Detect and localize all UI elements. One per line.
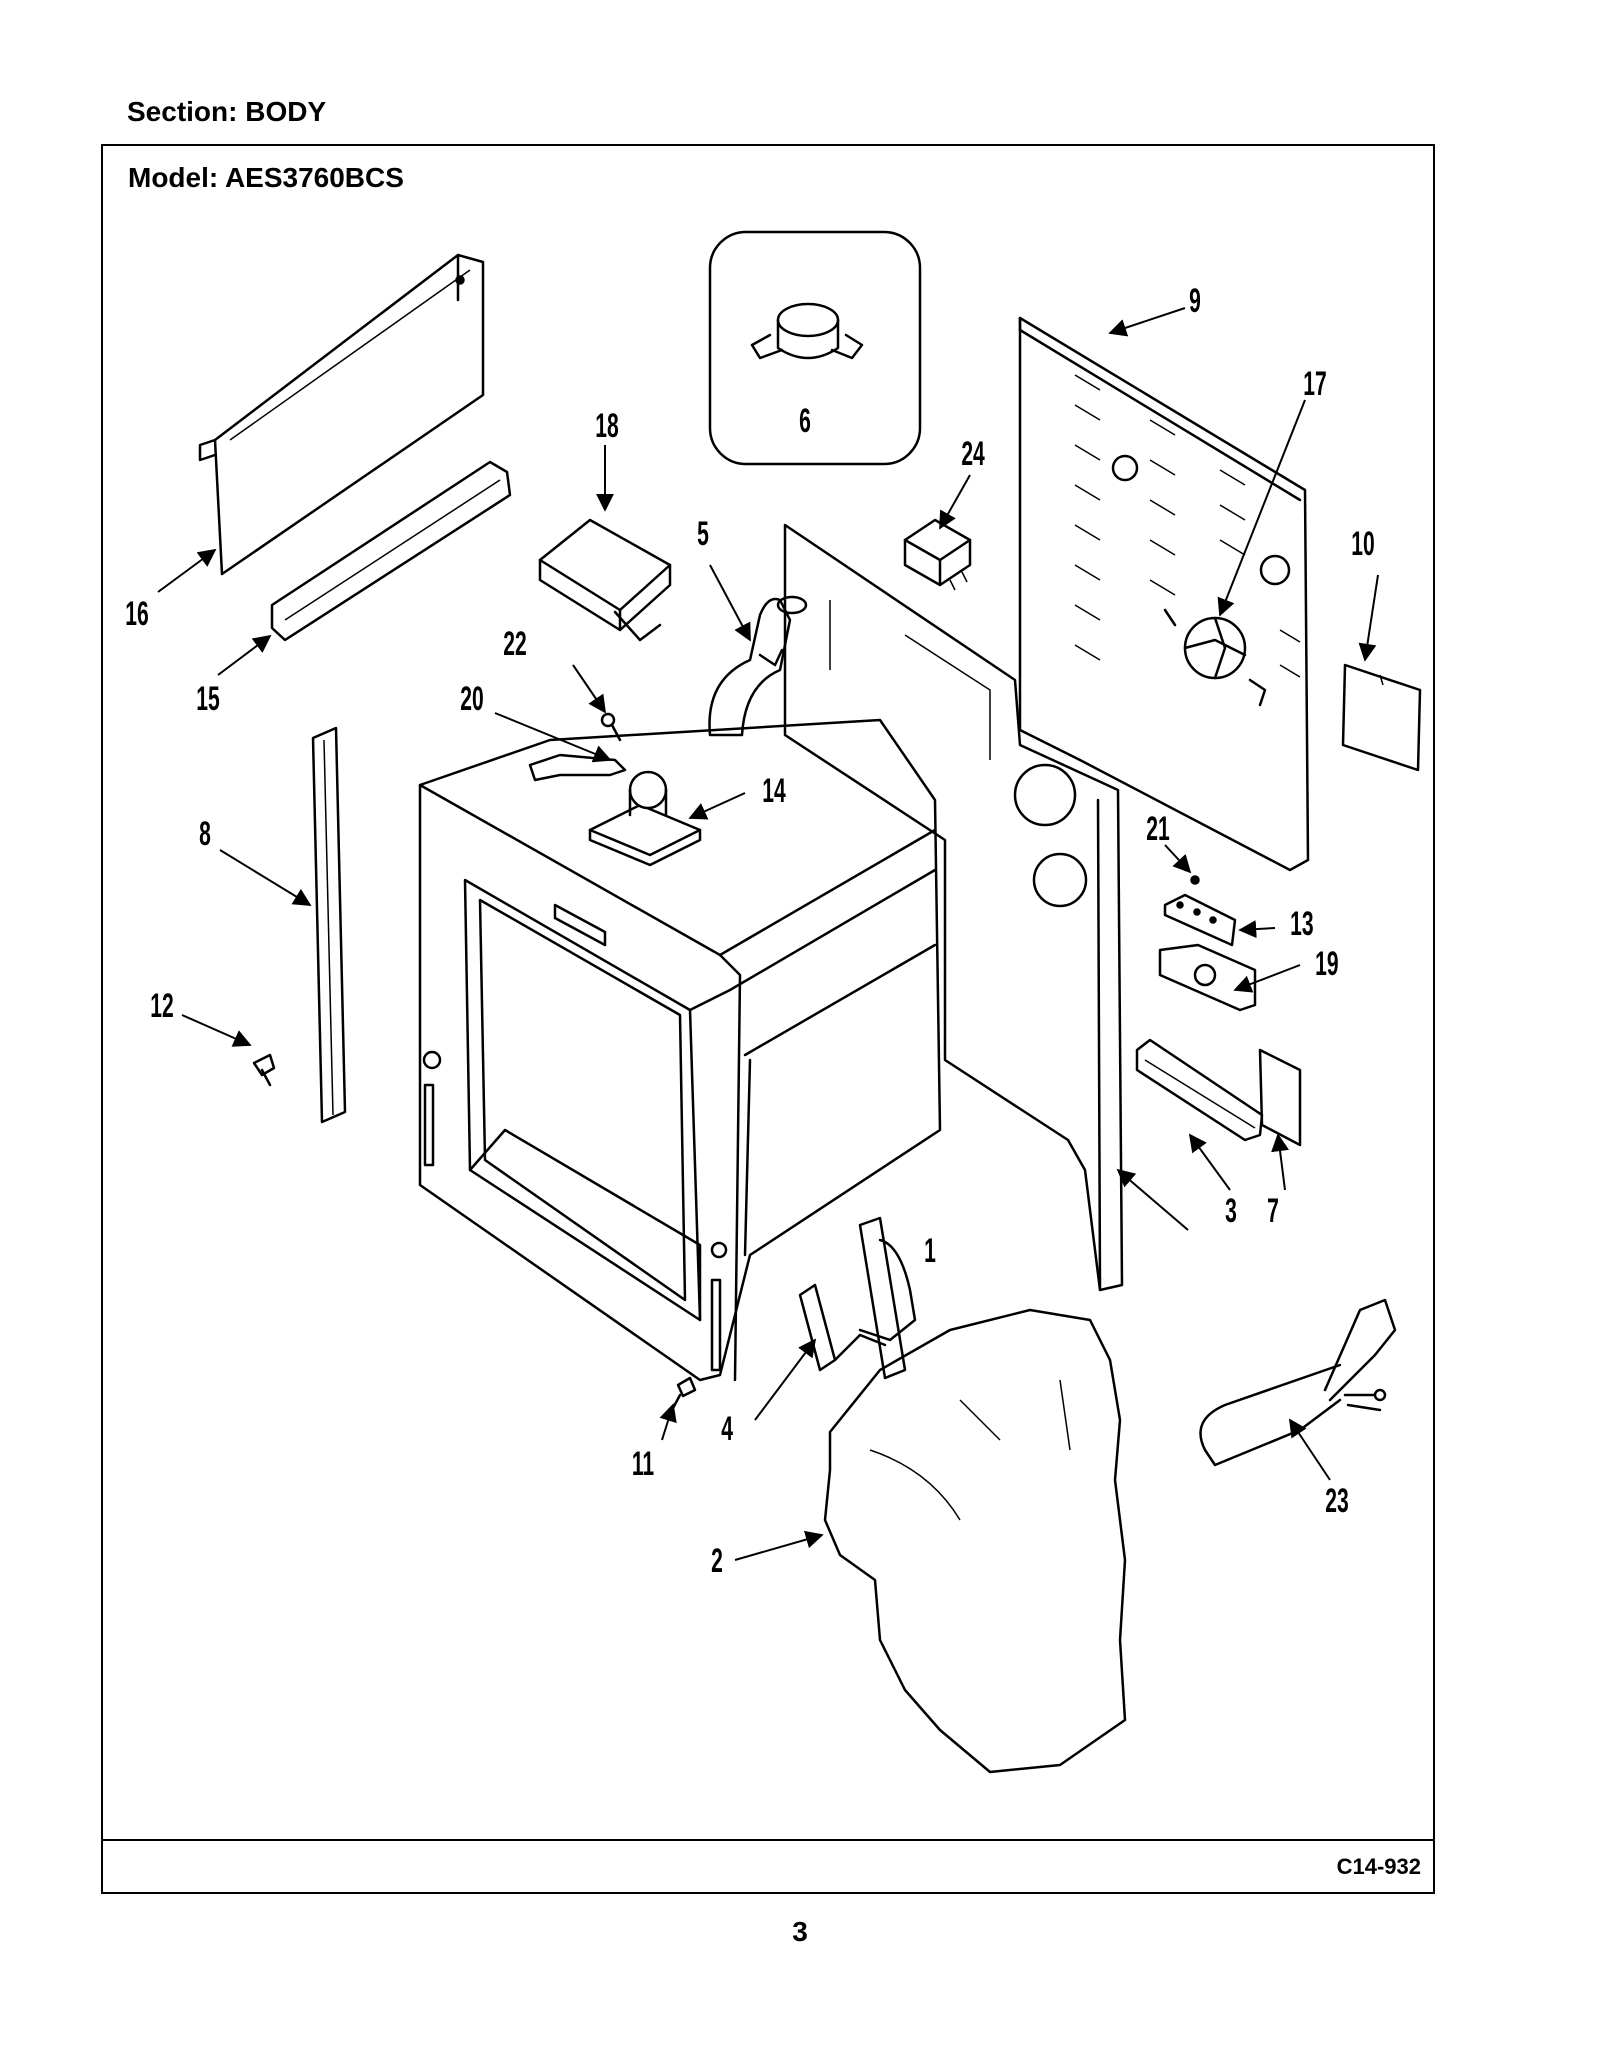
callout-labels: 1 2 3 4 5 6 7 8 9 10 11 12 13 14 15 16 1… bbox=[125, 281, 1374, 1579]
part-2-insulation bbox=[823, 1308, 1127, 1774]
part-4-door-hinges bbox=[798, 1216, 917, 1380]
leader-2 bbox=[734, 1530, 824, 1561]
part-14-thermostat bbox=[588, 770, 702, 867]
callout-4: 4 bbox=[721, 1409, 733, 1447]
model-title: Model: AES3760BCS bbox=[128, 162, 404, 193]
callout-24: 24 bbox=[961, 434, 985, 472]
leader-21 bbox=[1164, 844, 1192, 874]
callout-6: 6 bbox=[799, 401, 811, 439]
part-17-convection-fan bbox=[1163, 608, 1267, 707]
part-16-top-panel bbox=[198, 253, 485, 576]
leader-4 bbox=[754, 1338, 817, 1421]
leader-23 bbox=[1289, 1418, 1331, 1481]
oven-cavity bbox=[418, 718, 942, 1382]
part-8-side-rail bbox=[311, 726, 347, 1124]
callout-1: 1 bbox=[924, 1231, 936, 1269]
callout-11: 11 bbox=[632, 1444, 654, 1482]
callout-20: 20 bbox=[460, 679, 483, 717]
part-13-terminal-block bbox=[1163, 893, 1237, 947]
callout-14: 14 bbox=[762, 771, 786, 809]
callout-17: 17 bbox=[1303, 364, 1326, 402]
callout-15: 15 bbox=[196, 679, 219, 717]
leader-14 bbox=[688, 792, 746, 820]
leader-24 bbox=[939, 474, 971, 530]
callout-8: 8 bbox=[199, 814, 211, 852]
callout-13: 13 bbox=[1290, 904, 1313, 942]
part-9-rear-panel bbox=[1018, 316, 1310, 872]
callout-3: 3 bbox=[1225, 1191, 1237, 1229]
leader-5 bbox=[709, 564, 751, 642]
diagram-code: C14-932 bbox=[1336, 1854, 1421, 1879]
leader-12 bbox=[181, 1014, 252, 1047]
part-15-angle-bracket bbox=[270, 460, 512, 642]
part-10-cover-plate bbox=[1341, 663, 1422, 772]
callout-18: 18 bbox=[595, 406, 618, 444]
part-11-screw bbox=[670, 1376, 697, 1412]
leader-20 bbox=[494, 712, 612, 763]
leader-13 bbox=[1238, 920, 1276, 939]
leader-15 bbox=[217, 634, 272, 676]
diagram-frame: Model: AES3760BCS C14-932 bbox=[101, 144, 1435, 1894]
callout-23: 23 bbox=[1325, 1481, 1348, 1519]
callout-22: 22 bbox=[503, 624, 526, 662]
callout-21: 21 bbox=[1146, 809, 1169, 847]
leader-3 bbox=[1188, 1133, 1231, 1191]
leader-lines bbox=[157, 307, 1379, 1561]
callout-5: 5 bbox=[697, 514, 709, 552]
section-title: Section: BODY bbox=[127, 96, 327, 127]
callout-16: 16 bbox=[125, 594, 148, 632]
part-24-relay bbox=[903, 518, 972, 591]
part-23-power-cord bbox=[1199, 1298, 1397, 1467]
callout-7: 7 bbox=[1267, 1191, 1279, 1229]
part-6-inset bbox=[708, 230, 922, 466]
leader-1 bbox=[1116, 1168, 1189, 1231]
part-21-screw bbox=[1190, 875, 1200, 885]
leader-8 bbox=[219, 849, 312, 906]
callout-2: 2 bbox=[711, 1541, 723, 1579]
part-5-vent-tube bbox=[708, 595, 808, 737]
leader-22 bbox=[572, 664, 607, 714]
part-3-angle-bracket bbox=[1135, 1038, 1264, 1142]
leader-11 bbox=[659, 1403, 677, 1441]
part-12-screw bbox=[252, 1053, 276, 1087]
part-1-back-frame bbox=[783, 523, 1124, 1292]
callout-12: 12 bbox=[150, 986, 173, 1024]
page-number: 3 bbox=[792, 1916, 808, 1947]
part-18-control-box bbox=[538, 518, 672, 642]
part-20-bracket bbox=[528, 753, 627, 782]
part-7-shield bbox=[1258, 1048, 1302, 1147]
leader-17 bbox=[1217, 399, 1306, 617]
callout-10: 10 bbox=[1351, 524, 1374, 562]
callout-9: 9 bbox=[1189, 281, 1201, 319]
leader-7 bbox=[1271, 1133, 1289, 1191]
leader-19 bbox=[1233, 964, 1301, 993]
part-19-bracket-plate bbox=[1158, 943, 1257, 1012]
part-22-screw bbox=[600, 712, 622, 742]
callout-19: 19 bbox=[1315, 944, 1338, 982]
leader-16 bbox=[157, 548, 217, 593]
leader-10 bbox=[1358, 574, 1379, 662]
footer-divider bbox=[103, 1839, 1433, 1841]
leader-9 bbox=[1108, 307, 1186, 337]
